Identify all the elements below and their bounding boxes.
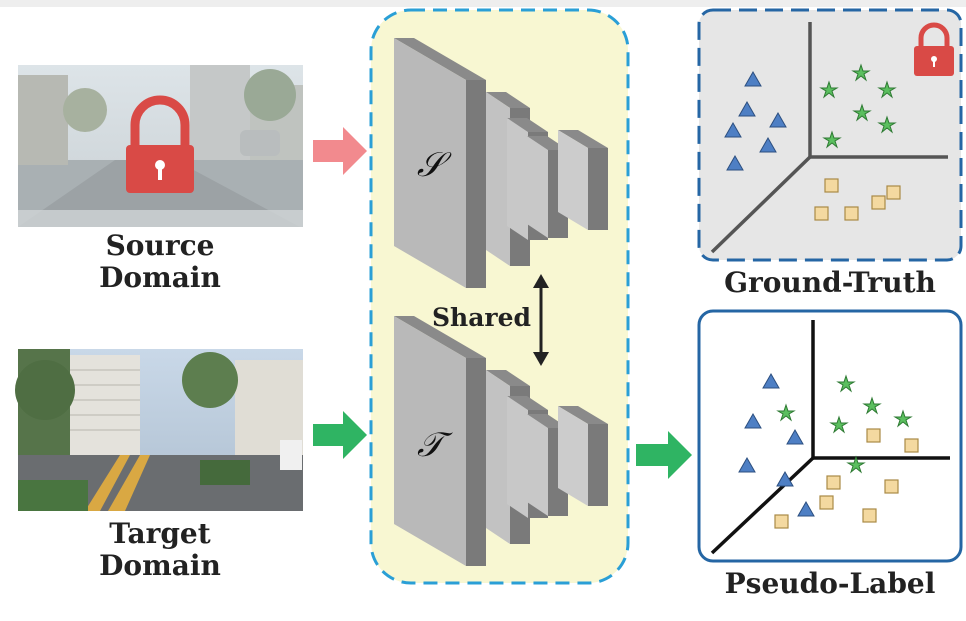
source-domain-image <box>18 65 303 227</box>
ground-truth-panel <box>697 8 963 262</box>
source-network <box>394 38 608 288</box>
ground-truth-lock-icon <box>914 22 954 76</box>
source-domain-label: Source Domain <box>60 230 260 294</box>
source-arrow <box>313 127 367 175</box>
output-arrow <box>636 431 692 479</box>
gt-squares <box>814 178 901 221</box>
target-network <box>394 316 608 566</box>
target-arrow <box>313 411 367 459</box>
ground-truth-title: Ground-Truth <box>724 266 936 299</box>
pl-stars <box>776 374 913 474</box>
target-label-line1: Target <box>109 517 211 550</box>
pseudo-label-panel <box>697 309 963 563</box>
pl-squares <box>774 428 919 529</box>
source-label-line2: Domain <box>99 261 221 294</box>
gt-stars <box>819 63 897 149</box>
target-domain-image <box>15 349 303 511</box>
target-label-line2: Domain <box>99 549 221 582</box>
top-bar <box>0 0 966 7</box>
pseudo-label-title: Pseudo-Label <box>724 567 936 600</box>
source-label-line1: Source <box>105 229 215 262</box>
shared-double-arrow <box>533 274 549 366</box>
gt-triangles <box>724 70 787 171</box>
source-lock-icon <box>126 95 194 193</box>
target-domain-label: Target Domain <box>60 518 260 582</box>
pl-triangles <box>738 372 815 517</box>
shared-label: Shared <box>432 303 531 332</box>
